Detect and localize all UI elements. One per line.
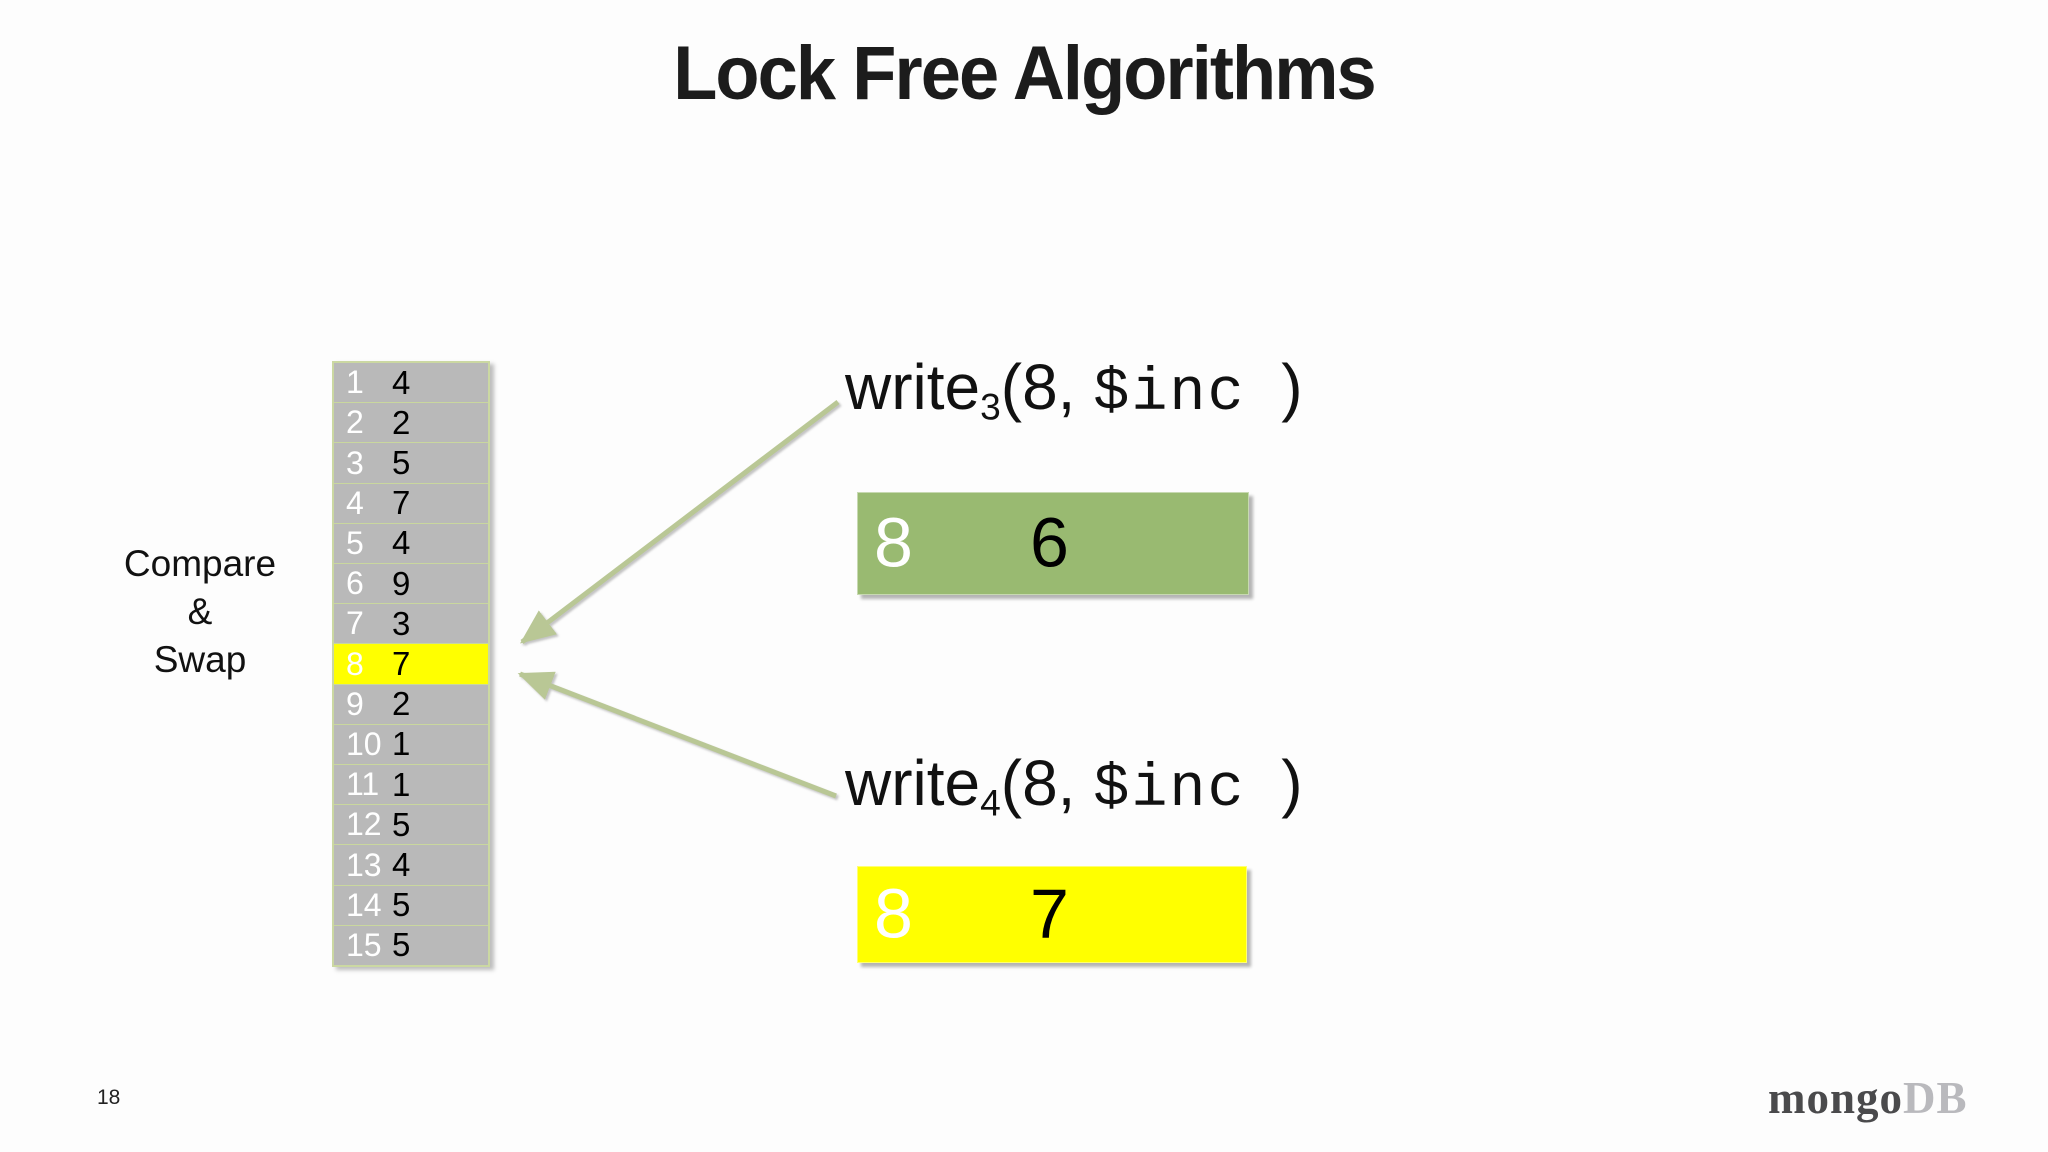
logo-text-primary: mongo [1768, 1073, 1904, 1123]
row-index: 15 [346, 926, 382, 963]
table-row-highlighted: 8 7 [334, 644, 488, 685]
slide-title: Lock Free Algorithms [673, 31, 1376, 116]
result-key: 8 [874, 873, 913, 952]
row-value: 2 [392, 685, 411, 723]
mongodb-logo: mongoDB [1768, 1072, 1968, 1124]
table-row: 3 5 [334, 443, 488, 484]
row-index: 11 [346, 766, 380, 803]
arrow-write3-to-row8 [520, 400, 840, 644]
row-index: 14 [346, 886, 382, 923]
row-value: 3 [392, 604, 411, 642]
table-row: 1 4 [334, 363, 488, 404]
result-key: 8 [874, 502, 913, 581]
table-row: 10 1 [334, 724, 488, 766]
row-index: 4 [346, 484, 364, 521]
compare-swap-caption: Compare & Swap [85, 540, 315, 684]
table-row: 12 5 [334, 805, 488, 846]
row-value: 9 [392, 564, 411, 602]
write3-call: write3(8, $inc ) [845, 350, 1303, 428]
table-row: 15 5 [334, 925, 488, 966]
write3-open-args: (8, [1000, 351, 1094, 423]
row-value: 2 [392, 403, 411, 441]
result-value: 6 [1030, 502, 1069, 581]
result-value: 7 [1030, 873, 1069, 952]
row-index: 2 [346, 404, 364, 441]
write3-close-args: ) [1245, 351, 1303, 423]
row-index: 13 [346, 846, 382, 883]
row-index: 5 [346, 524, 364, 561]
table-row: 11 1 [334, 765, 488, 806]
row-value: 4 [392, 524, 411, 562]
memory-table: 1 4 2 2 3 5 4 7 5 4 6 9 7 3 8 7 [332, 361, 490, 967]
row-value: 7 [392, 484, 411, 522]
arrow-write4-to-row8 [517, 671, 837, 799]
page-number: 18 [97, 1086, 121, 1109]
row-index: 9 [346, 685, 364, 722]
row-index: 8 [346, 645, 364, 682]
write3-result-box: 8 6 [857, 492, 1249, 595]
table-row: 4 7 [334, 483, 488, 524]
table-row: 6 9 [334, 564, 488, 605]
table-row: 7 3 [334, 604, 488, 645]
table-row: 14 5 [334, 885, 488, 926]
row-index: 10 [346, 725, 382, 762]
row-value: 5 [392, 926, 411, 964]
row-value: 1 [392, 725, 411, 763]
table-row: 5 4 [334, 523, 488, 565]
write3-fn: write [845, 351, 981, 423]
caption-line-3: Swap [153, 639, 247, 680]
write4-open-args: (8, [1000, 747, 1094, 819]
write4-close-args: ) [1245, 747, 1303, 819]
row-index: 6 [346, 565, 364, 602]
row-value: 5 [392, 444, 411, 481]
row-value: 4 [392, 846, 411, 884]
row-value: 1 [392, 765, 411, 803]
write4-result-box: 8 7 [857, 866, 1247, 963]
row-index: 12 [346, 806, 382, 843]
row-value: 5 [392, 805, 411, 843]
row-value: 4 [392, 363, 411, 401]
row-index: 7 [346, 605, 364, 642]
write3-subscript: 3 [980, 385, 1001, 428]
caption-line-2: & [187, 591, 213, 632]
row-index: 1 [346, 364, 364, 401]
caption-line-1: Compare [123, 543, 277, 584]
row-value: 5 [392, 886, 411, 924]
logo-text-secondary: DB [1903, 1073, 1968, 1123]
table-row: 9 2 [334, 684, 488, 725]
write4-subscript: 4 [980, 781, 1001, 824]
table-row: 2 2 [334, 403, 488, 444]
row-index: 3 [346, 444, 364, 481]
write3-operator: $inc [1093, 360, 1246, 428]
write4-operator: $inc [1093, 756, 1246, 824]
table-row: 13 4 [334, 845, 488, 886]
row-value: 7 [392, 645, 411, 683]
write4-call: write4(8, $inc ) [845, 746, 1303, 824]
write4-fn: write [845, 747, 981, 819]
